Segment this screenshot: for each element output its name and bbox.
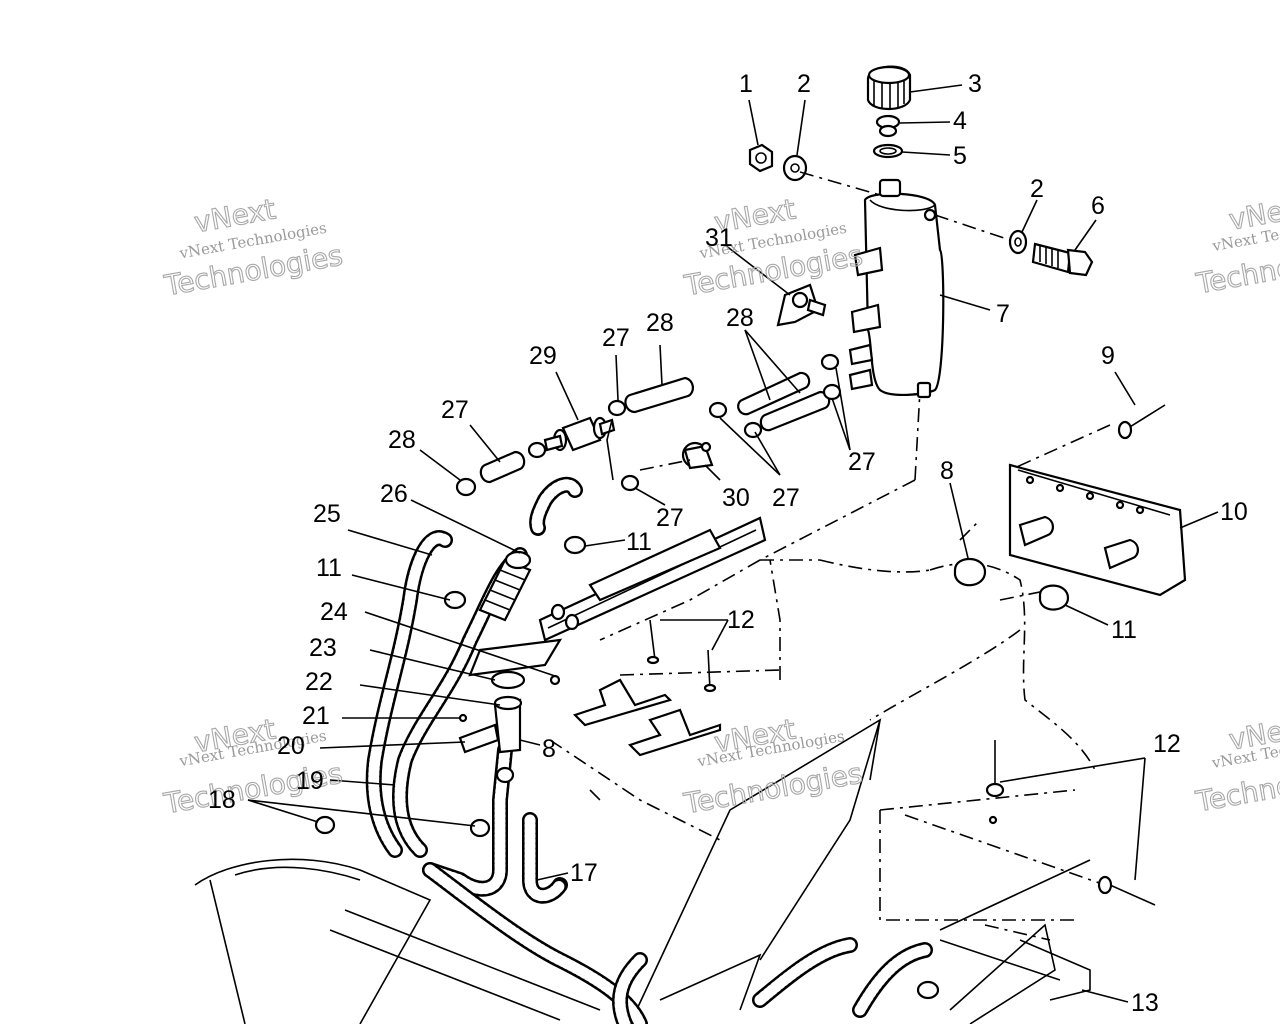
watermark-1: vNext vNext Technologies Technologies [161,192,346,303]
callout-label: 28 [646,309,674,337]
tee-fitting [458,638,563,754]
callout-label: 11 [626,528,652,556]
clamp-right [953,557,1070,611]
callout-label: 31 [705,224,733,252]
callout-label: 21 [302,702,330,730]
washer-left [782,154,808,182]
callout-label: 26 [380,480,408,508]
fuel-filter [543,416,616,452]
callout-label: 24 [320,598,348,626]
oil-reservoir-tank [848,178,945,399]
watermark-6: vNext vNext Technologies Technologies [1192,709,1280,819]
callout-label: 13 [1131,989,1159,1017]
bracket-center [538,516,767,642]
callout-label: 29 [529,342,557,370]
callout-label: 30 [722,484,750,512]
watermark-2: vNext vNext Technologies Technologies [681,192,866,303]
callout-label: 22 [305,668,333,696]
lower-chassis [194,718,1091,1024]
oil-sensor [776,283,827,327]
callout-label: 19 [296,767,324,795]
o-ring [872,143,904,159]
mounting-bracket [1008,463,1187,597]
callout-label: 9 [1101,342,1115,370]
cap-seal [875,114,901,138]
callout-label: 17 [570,859,598,887]
outlet-hoses [708,353,842,439]
callout-label: 27 [441,396,469,424]
callout-label: 23 [309,634,337,662]
callout-label: 7 [996,300,1010,328]
callout-label: 11 [316,554,342,582]
callout-label: 11 [1111,616,1137,644]
callout-label: 8 [940,457,954,485]
callout-label: 2 [797,70,811,98]
callout-label: 8 [542,735,556,763]
callout-label: 2 [1030,175,1044,203]
callout-label: 4 [953,107,967,135]
callout-label: 25 [313,500,341,528]
heat-exchanger-brackets [572,619,722,757]
callout-label: 10 [1220,498,1248,526]
watermark-5: vNext vNext Technologies Technologies [680,712,865,821]
callout-label: 1 [739,70,753,98]
bolt [1031,242,1094,277]
callout-label: 12 [1153,730,1181,758]
callout-label: 27 [772,484,800,512]
rivets-right [985,740,1156,906]
spring-sleeve [478,550,532,622]
callout-label: 6 [1091,192,1105,220]
washer-right [1008,229,1028,255]
callout-labels: 1 2 3 4 5 2 6 7 31 28 27 29 28 27 28 9 2… [208,70,1248,1017]
check-valve [681,441,714,470]
callout-label: 27 [848,448,876,476]
watermark-3: vNext vNext Technologies Technologies [1193,189,1280,301]
nut [748,143,774,173]
rivet-9 [1117,404,1166,440]
callout-label: 3 [968,70,982,98]
callout-label: 28 [726,304,754,332]
callout-label: 28 [388,426,416,454]
filter-hoses [455,376,694,497]
callout-label: 18 [208,786,236,814]
callout-label: 5 [953,142,967,170]
lower-hoses [422,862,933,1024]
leader-lines [247,84,1219,1003]
callout-label: 27 [602,324,630,352]
tank-cap [866,65,912,111]
callout-label: 20 [277,732,305,760]
callout-label: 27 [656,504,684,532]
callout-label: 12 [727,606,755,634]
